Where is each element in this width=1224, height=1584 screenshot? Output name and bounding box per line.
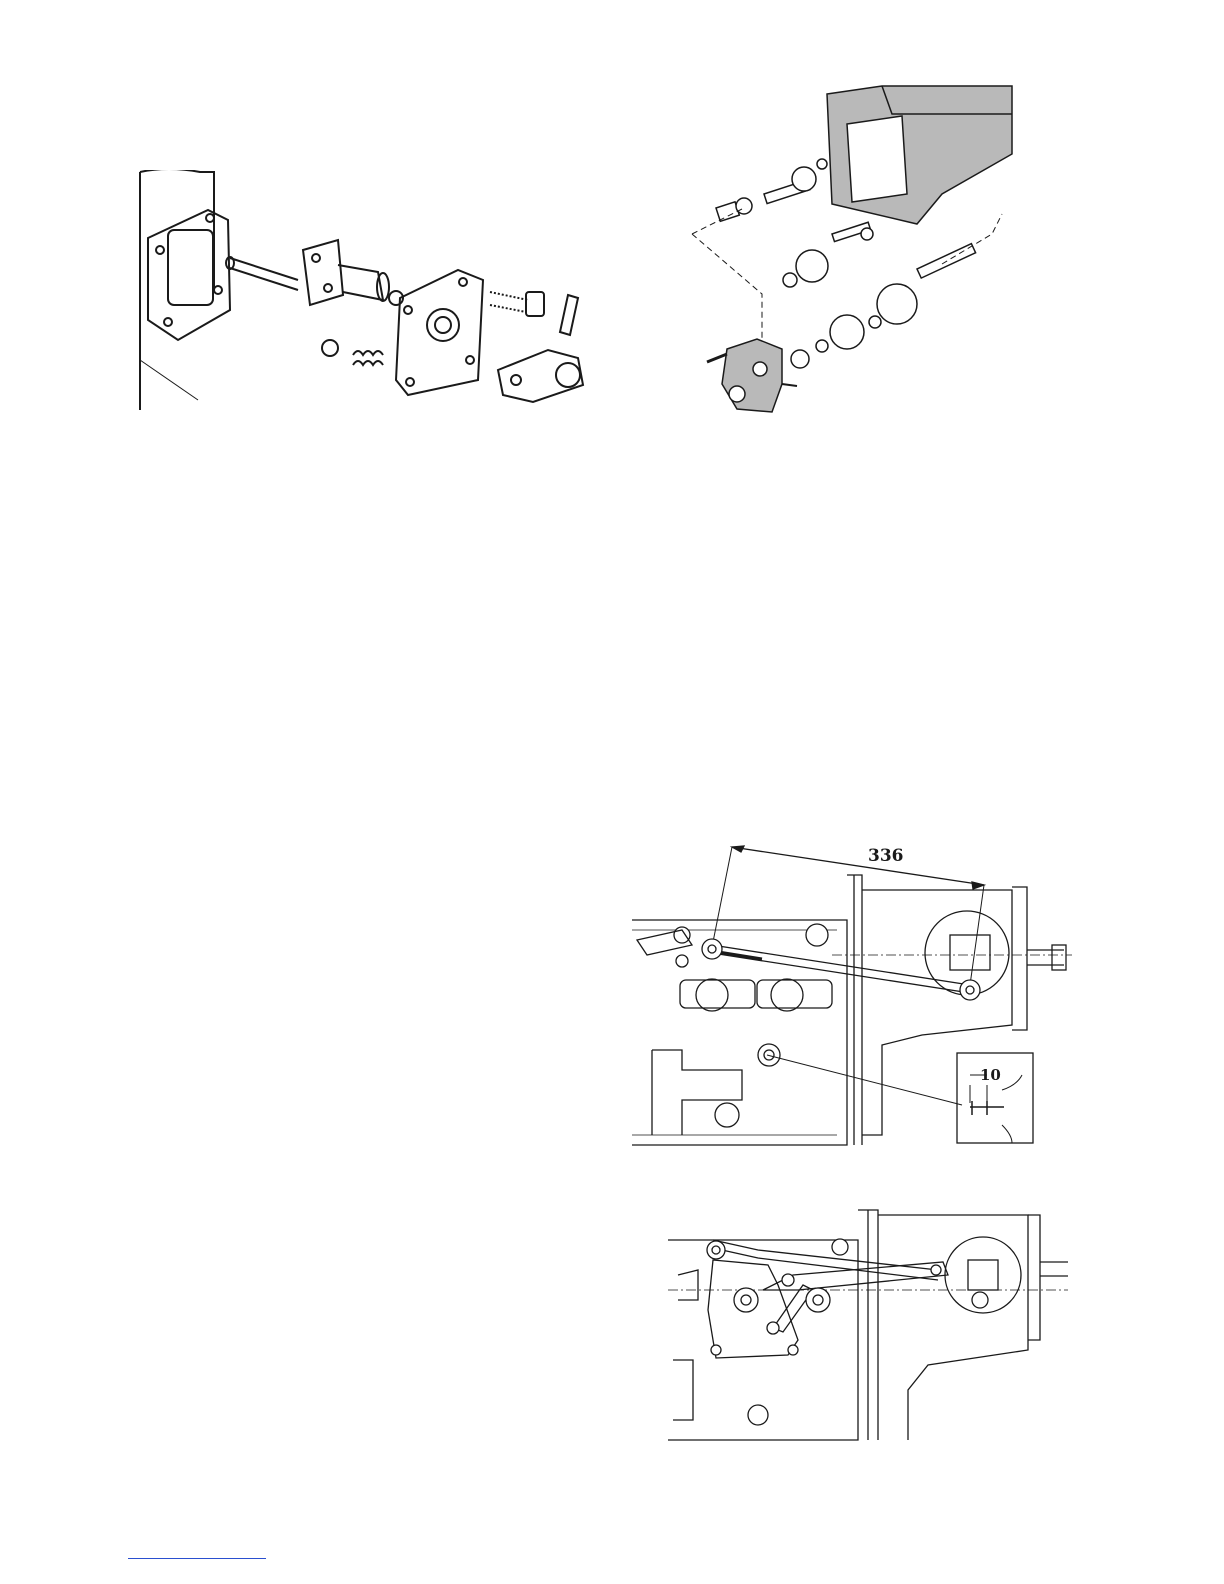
selector-shaft-exploded-figure: [138, 170, 588, 412]
gearbox-drawing: [682, 84, 1022, 416]
linkage-assembly-figure: [668, 1190, 1080, 1444]
dimension-line-336: [732, 847, 984, 885]
gearbox-exploded-figure: [682, 84, 1022, 416]
gearbox-end-cover: [722, 339, 782, 412]
linkage-dimension-figure: 336 10: [632, 835, 1082, 1147]
dimension-label-10: 10: [980, 1066, 1001, 1084]
footer-link-underline: [128, 1558, 266, 1559]
selector-shaft-drawing: [138, 170, 588, 412]
linkage-dimension-drawing: 336 10: [632, 835, 1082, 1147]
dimension-label-336: 336: [868, 846, 904, 866]
linkage-assembly-drawing: [668, 1190, 1080, 1444]
